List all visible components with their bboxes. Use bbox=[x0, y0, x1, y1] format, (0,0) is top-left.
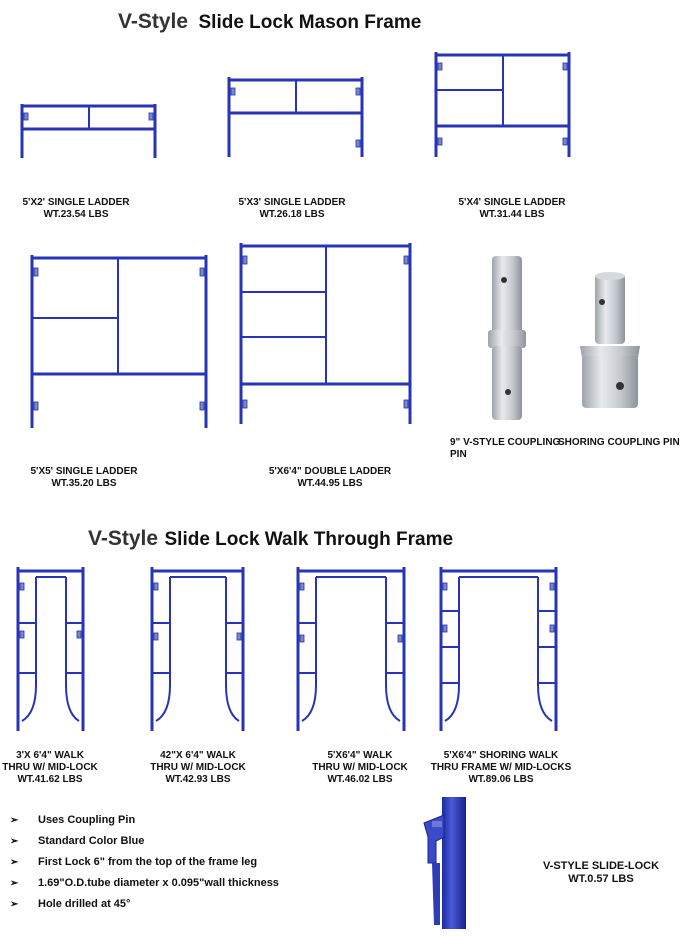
caption-5x6-4-double-name: 5'X6'4" DOUBLE LADDER bbox=[268, 466, 392, 477]
feature-item: ➢Standard Color Blue bbox=[10, 831, 279, 852]
walk-frames-drawing bbox=[16, 567, 558, 731]
features-list: ➢Uses Coupling Pin ➢Standard Color Blue … bbox=[10, 810, 279, 915]
walk-heading-style: V-Style bbox=[88, 527, 159, 550]
mason-frames-drawing bbox=[20, 52, 571, 428]
v-style-coupling-pin-image bbox=[488, 256, 526, 420]
caption-walk-3x6-4-line2: THRU W/ MID-LOCK bbox=[2, 762, 98, 773]
caption-walk-5x6-4-line2: THRU W/ MID-LOCK bbox=[312, 762, 408, 773]
walk-frame-3x6-4-image bbox=[16, 567, 85, 731]
caption-shoring-coupling-pin: SHORING COUPLING PIN bbox=[558, 437, 680, 449]
frame-5x3-image bbox=[227, 77, 364, 157]
caption-walk-3x6-4-weight: WT.41.62 LBS bbox=[17, 774, 83, 785]
caption-v-style-coupling-pin-line1: 9" V-STYLE COUPLING bbox=[450, 437, 561, 448]
caption-slide-lock: V-STYLE SLIDE-LOCK WT.0.57 LBS bbox=[536, 860, 666, 886]
caption-5x5-weight: WT.35.20 LBS bbox=[51, 478, 117, 489]
caption-shoring-coupling-pin-line1: SHORING COUPLING PIN bbox=[558, 437, 680, 448]
shoring-coupling-pin-image bbox=[580, 272, 640, 408]
slide-lock-image bbox=[423, 797, 466, 929]
caption-walk-3x6-4-line1: 3'X 6'4" WALK bbox=[16, 750, 84, 761]
caption-walk-shoring: 5'X6'4" SHORING WALK THRU FRAME W/ MID-L… bbox=[426, 750, 576, 786]
frame-5x5-image bbox=[30, 255, 208, 428]
caption-5x4-name: 5'X4' SINGLE LADDER bbox=[458, 197, 566, 208]
frame-5x2-image bbox=[20, 104, 157, 158]
mason-heading-title: Slide Lock Mason Frame bbox=[198, 12, 422, 33]
caption-walk-5x6-4: 5'X6'4" WALK THRU W/ MID-LOCK WT.46.02 L… bbox=[310, 750, 410, 786]
mason-heading: V-Style Slide Lock Mason Frame bbox=[118, 10, 421, 34]
frame-5x6-4-double-image bbox=[239, 243, 412, 424]
caption-5x2: 5'X2' SINGLE LADDER WT.23.54 LBS bbox=[16, 197, 136, 221]
bullet-arrow-icon: ➢ bbox=[10, 815, 19, 826]
bullet-arrow-icon: ➢ bbox=[10, 878, 19, 889]
caption-5x6-4-double: 5'X6'4" DOUBLE LADDER WT.44.95 LBS bbox=[264, 466, 396, 490]
caption-walk-shoring-line2: THRU FRAME W/ MID-LOCKS bbox=[430, 762, 572, 773]
coupling-pins-drawing bbox=[488, 256, 640, 420]
caption-walk-3x6-4: 3'X 6'4" WALK THRU W/ MID-LOCK WT.41.62 … bbox=[0, 750, 100, 786]
walk-heading-title: Slide Lock Walk Through Frame bbox=[164, 529, 454, 550]
caption-5x3: 5'X3' SINGLE LADDER WT.26.18 LBS bbox=[232, 197, 352, 221]
caption-5x2-name: 5'X2' SINGLE LADDER bbox=[22, 197, 130, 208]
caption-slide-lock-weight: WT.0.57 LBS bbox=[568, 873, 634, 885]
caption-5x4-weight: WT.31.44 LBS bbox=[479, 209, 545, 220]
feature-item: ➢First Lock 6" from the top of the frame… bbox=[10, 852, 279, 873]
caption-5x2-weight: WT.23.54 LBS bbox=[43, 209, 109, 220]
feature-item: ➢1.69"O.D.tube diameter x 0.095"wall thi… bbox=[10, 873, 279, 894]
caption-walk-42x6-4-line1: 42"X 6'4" WALK bbox=[160, 750, 236, 761]
caption-slide-lock-name: V-STYLE SLIDE-LOCK bbox=[542, 860, 660, 872]
mason-heading-style: V-Style bbox=[118, 10, 189, 33]
walk-frame-42x6-4-image bbox=[150, 567, 245, 731]
walk-frame-5x6-4-image bbox=[296, 567, 406, 731]
caption-5x3-name: 5'X3' SINGLE LADDER bbox=[238, 197, 346, 208]
caption-5x5: 5'X5' SINGLE LADDER WT.35.20 LBS bbox=[22, 466, 146, 490]
bullet-arrow-icon: ➢ bbox=[10, 857, 19, 868]
feature-item: ➢Uses Coupling Pin bbox=[10, 810, 279, 831]
caption-walk-shoring-weight: WT.89.06 LBS bbox=[468, 774, 534, 785]
walk-frame-shoring-image bbox=[439, 567, 558, 731]
caption-5x5-name: 5'X5' SINGLE LADDER bbox=[30, 466, 138, 477]
caption-5x6-4-double-weight: WT.44.95 LBS bbox=[297, 478, 363, 489]
caption-walk-42x6-4-line2: THRU W/ MID-LOCK bbox=[150, 762, 246, 773]
caption-walk-42x6-4-weight: WT.42.93 LBS bbox=[165, 774, 231, 785]
caption-walk-5x6-4-weight: WT.46.02 LBS bbox=[327, 774, 393, 785]
caption-5x4: 5'X4' SINGLE LADDER WT.31.44 LBS bbox=[452, 197, 572, 221]
bullet-arrow-icon: ➢ bbox=[10, 899, 19, 910]
caption-walk-5x6-4-line1: 5'X6'4" WALK bbox=[327, 750, 393, 761]
caption-v-style-coupling-pin: 9" V-STYLE COUPLING PIN bbox=[450, 437, 560, 461]
walk-heading: V-Style Slide Lock Walk Through Frame bbox=[88, 527, 453, 551]
feature-item: ➢Hole drilled at 45° bbox=[10, 894, 279, 915]
caption-walk-42x6-4: 42"X 6'4" WALK THRU W/ MID-LOCK WT.42.93… bbox=[148, 750, 248, 786]
bullet-arrow-icon: ➢ bbox=[10, 836, 19, 847]
caption-5x3-weight: WT.26.18 LBS bbox=[259, 209, 325, 220]
caption-walk-shoring-line1: 5'X6'4" SHORING WALK bbox=[443, 750, 559, 761]
frame-5x4-image bbox=[434, 52, 571, 157]
caption-v-style-coupling-pin-line2: PIN bbox=[450, 449, 467, 460]
